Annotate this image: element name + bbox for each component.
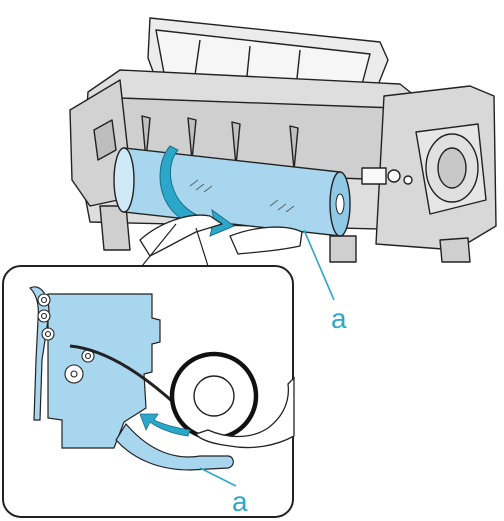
callout-a-top-label: a xyxy=(331,303,347,334)
rotation-arrow xyxy=(159,145,236,237)
feed-arrow xyxy=(139,413,191,437)
callout-a-bottom-label: a xyxy=(232,486,248,517)
callout-a-top: a xyxy=(303,229,347,334)
hands xyxy=(139,214,303,257)
callout-a-bottom: a xyxy=(199,467,248,517)
paper-path-cross-section xyxy=(2,265,295,518)
zoom-lines xyxy=(141,223,209,267)
printer-illustration xyxy=(69,17,497,263)
